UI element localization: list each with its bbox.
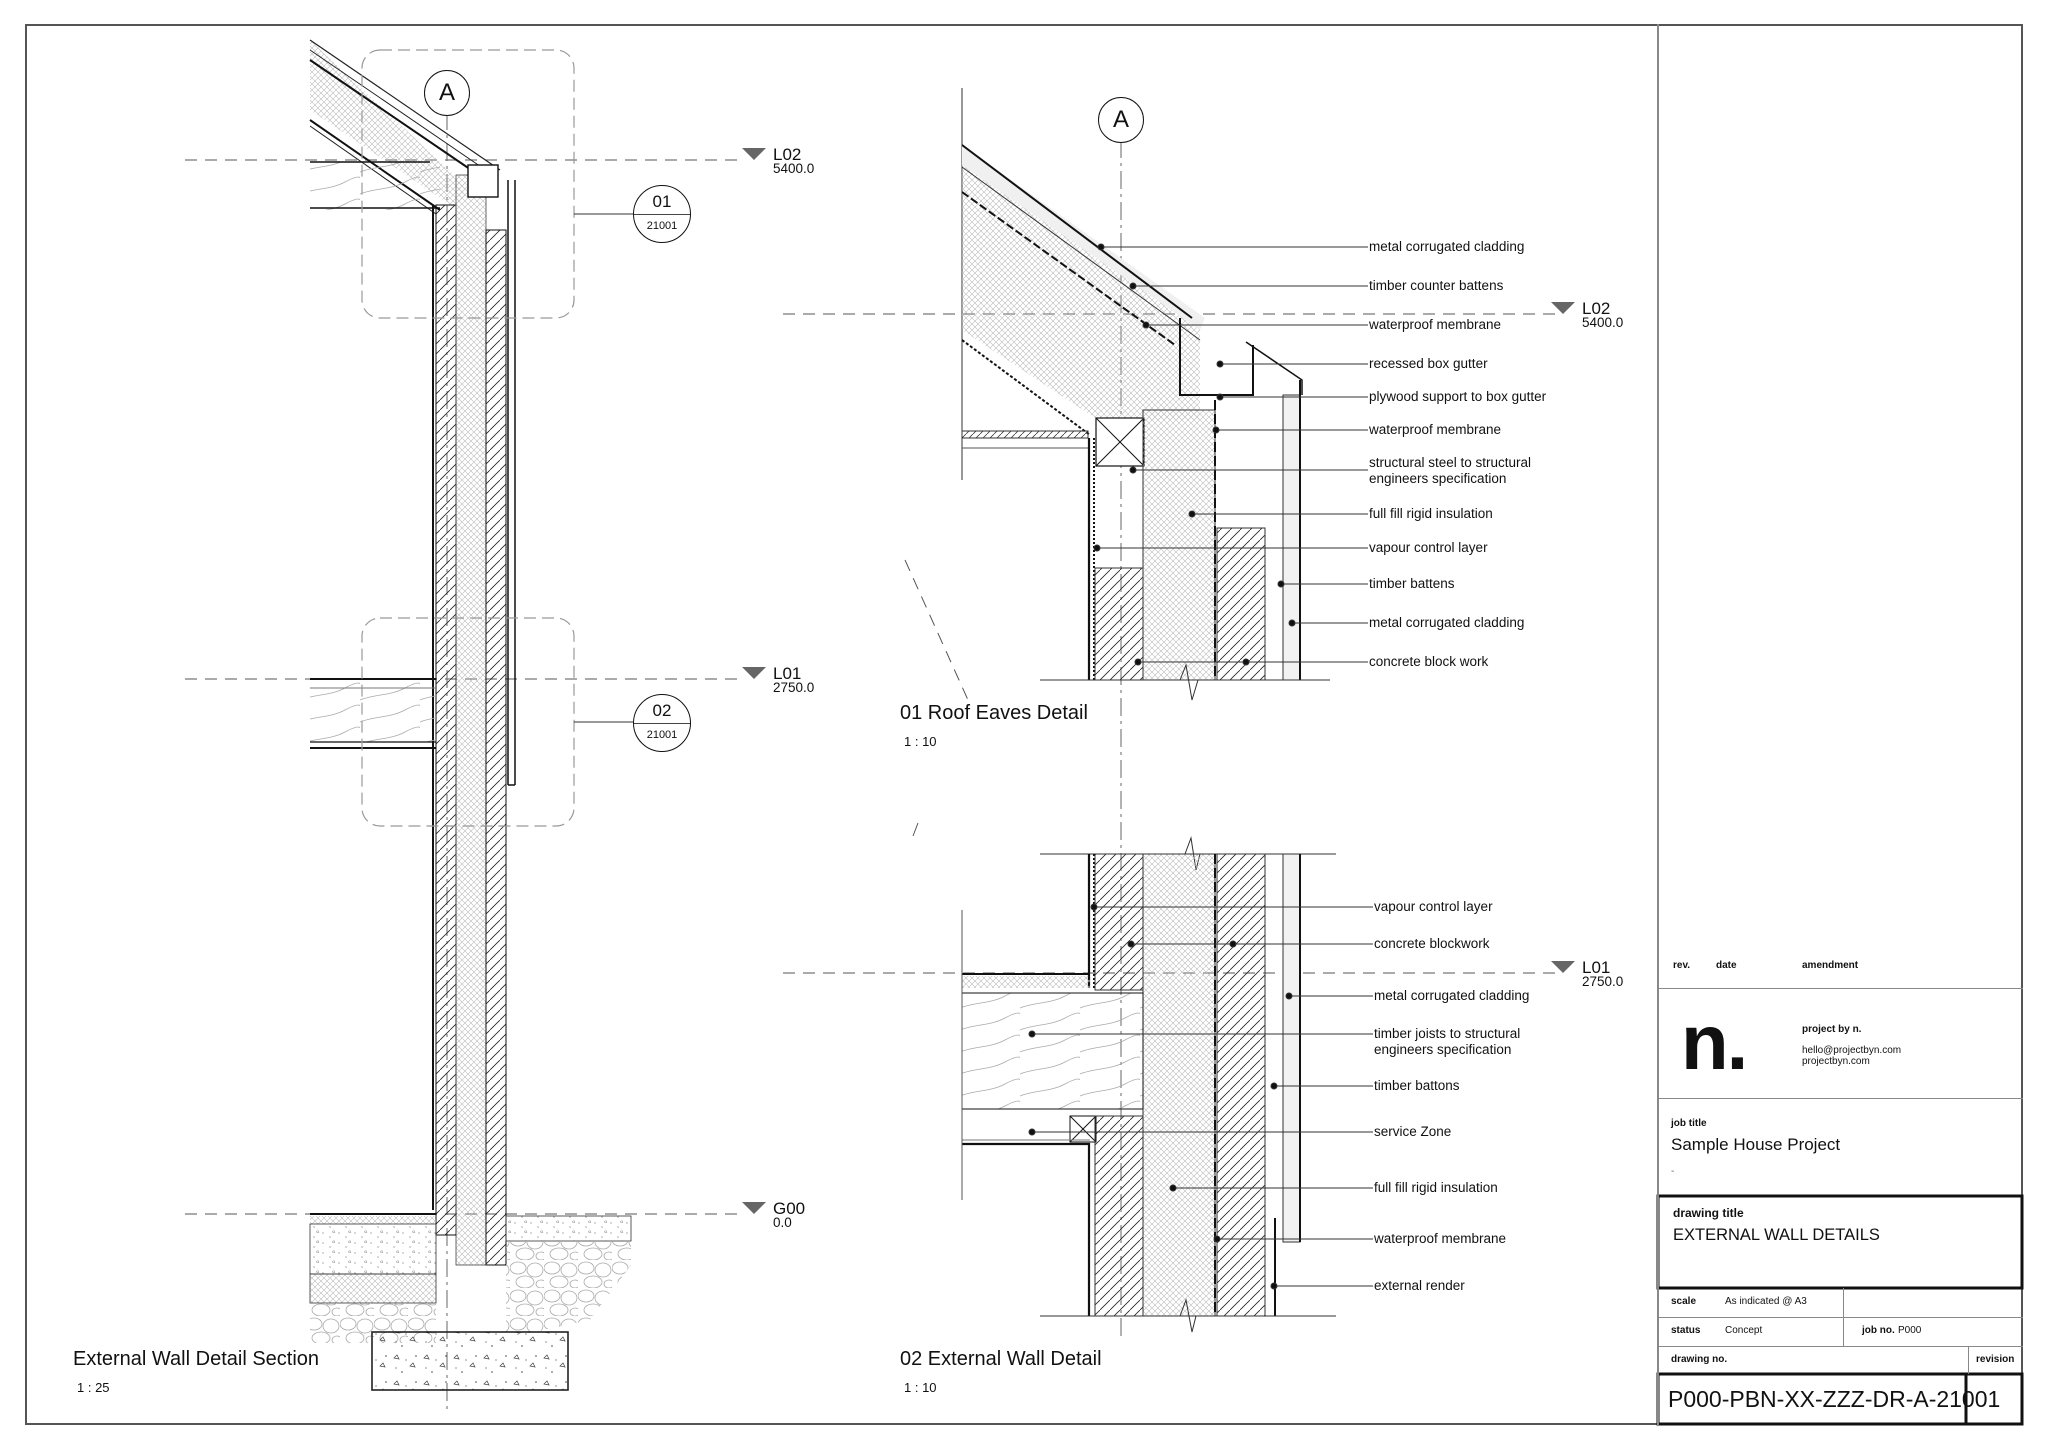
grid-bubble-a-detail: A xyxy=(1098,97,1144,143)
company-email[interactable]: hello@projectbyn.com xyxy=(1802,1045,1902,1056)
level-g00-name: G00 xyxy=(773,1199,806,1218)
note-roof-waterproof-membrane: waterproof membrane xyxy=(1369,317,1502,332)
job-title: Sample House Project xyxy=(1671,1135,1841,1154)
level-l02-name-detail: L02 xyxy=(1582,299,1611,318)
level-l02-elevation-detail: 5400.0 xyxy=(1582,315,1624,330)
note-wall-service-zone: service Zone xyxy=(1374,1124,1452,1139)
note-wall-concrete-blockwork: concrete blockwork xyxy=(1374,936,1490,951)
job-no-label: job no. xyxy=(1862,1325,1895,1336)
job-no-value: P000 xyxy=(1898,1325,1922,1336)
note-wall-metal-cladding: metal corrugated cladding xyxy=(1374,988,1530,1003)
note-roof-structural-steel: structural steel to structural engineers… xyxy=(1369,455,1532,486)
note-roof-counter-battens: timber counter battens xyxy=(1369,278,1504,293)
note-wall-timber-battons: timber battons xyxy=(1374,1078,1460,1093)
date-header: date xyxy=(1716,960,1737,971)
note-roof-metal-cladding: metal corrugated cladding xyxy=(1369,239,1525,254)
note-roof-metal-cladding-2: metal corrugated cladding xyxy=(1369,615,1525,630)
rev-header: rev. xyxy=(1673,960,1691,971)
drawing-title-label: drawing title xyxy=(1673,1206,1744,1220)
level-l01-elevation: 2750.0 xyxy=(773,680,815,695)
status-value: Concept xyxy=(1725,1325,1763,1336)
note-roof-vapour-control: vapour control layer xyxy=(1369,540,1488,555)
view-scale-external-wall: 1 : 10 xyxy=(904,1380,937,1395)
note-roof-box-gutter: recessed box gutter xyxy=(1369,356,1488,371)
note-roof-waterproof-membrane-2: waterproof membrane xyxy=(1369,422,1502,437)
scale-label: scale xyxy=(1671,1296,1697,1307)
drawing-title: EXTERNAL WALL DETAILS xyxy=(1673,1226,1880,1244)
job-title-label: job title xyxy=(1671,1118,1707,1129)
callout-01-bubble[interactable]: 01 21001 xyxy=(633,185,691,243)
amendment-header: amendment xyxy=(1802,960,1859,971)
note-wall-rigid-insulation: full fill rigid insulation xyxy=(1374,1180,1498,1195)
view-title-section: External Wall Detail Section xyxy=(73,1348,320,1370)
level-l01-name-detail: L01 xyxy=(1582,958,1611,977)
level-l02-name: L02 xyxy=(773,145,802,164)
level-g00-elevation: 0.0 xyxy=(773,1215,792,1230)
grid-bubble-a-section: A xyxy=(424,70,470,116)
drawing-number: P000-PBN-XX-ZZZ-DR-A-21001 xyxy=(1668,1386,2001,1412)
note-wall-external-render: external render xyxy=(1374,1278,1465,1293)
level-l01-elevation-detail: 2750.0 xyxy=(1582,974,1624,989)
job-subtitle: - xyxy=(1671,1166,1675,1177)
title-block: rev. date amendment n. project by n. hel… xyxy=(1657,24,2023,1425)
level-l02-elevation: 5400.0 xyxy=(773,161,815,176)
note-roof-concrete-block: concrete block work xyxy=(1369,654,1489,669)
view-scale-roof-eaves: 1 : 10 xyxy=(904,734,937,749)
view-scale-section: 1 : 25 xyxy=(77,1380,110,1395)
view-title-external-wall: 02 External Wall Detail xyxy=(900,1348,1102,1370)
company-name: project by n. xyxy=(1802,1024,1862,1035)
scale-value: As indicated @ A3 xyxy=(1725,1296,1807,1307)
note-roof-timber-battens: timber battens xyxy=(1369,576,1455,591)
note-wall-waterproof-membrane: waterproof membrane xyxy=(1374,1231,1507,1246)
status-label: status xyxy=(1671,1325,1701,1336)
level-l01-name: L01 xyxy=(773,664,802,683)
note-roof-plywood-support: plywood support to box gutter xyxy=(1369,389,1547,404)
company-logo: n. xyxy=(1681,998,1748,1086)
company-website[interactable]: projectbyn.com xyxy=(1802,1056,1870,1067)
note-wall-vapour-control: vapour control layer xyxy=(1374,899,1493,914)
sheet-border xyxy=(25,24,2023,1425)
drawing-no-label: drawing no. xyxy=(1671,1354,1728,1365)
note-wall-timber-joists: timber joists to structural engineers sp… xyxy=(1374,1026,1521,1057)
revision-label: revision xyxy=(1976,1354,2015,1365)
view-title-roof-eaves: 01 Roof Eaves Detail xyxy=(900,702,1088,724)
note-roof-rigid-insulation: full fill rigid insulation xyxy=(1369,506,1493,521)
callout-02-bubble[interactable]: 02 21001 xyxy=(633,694,691,752)
